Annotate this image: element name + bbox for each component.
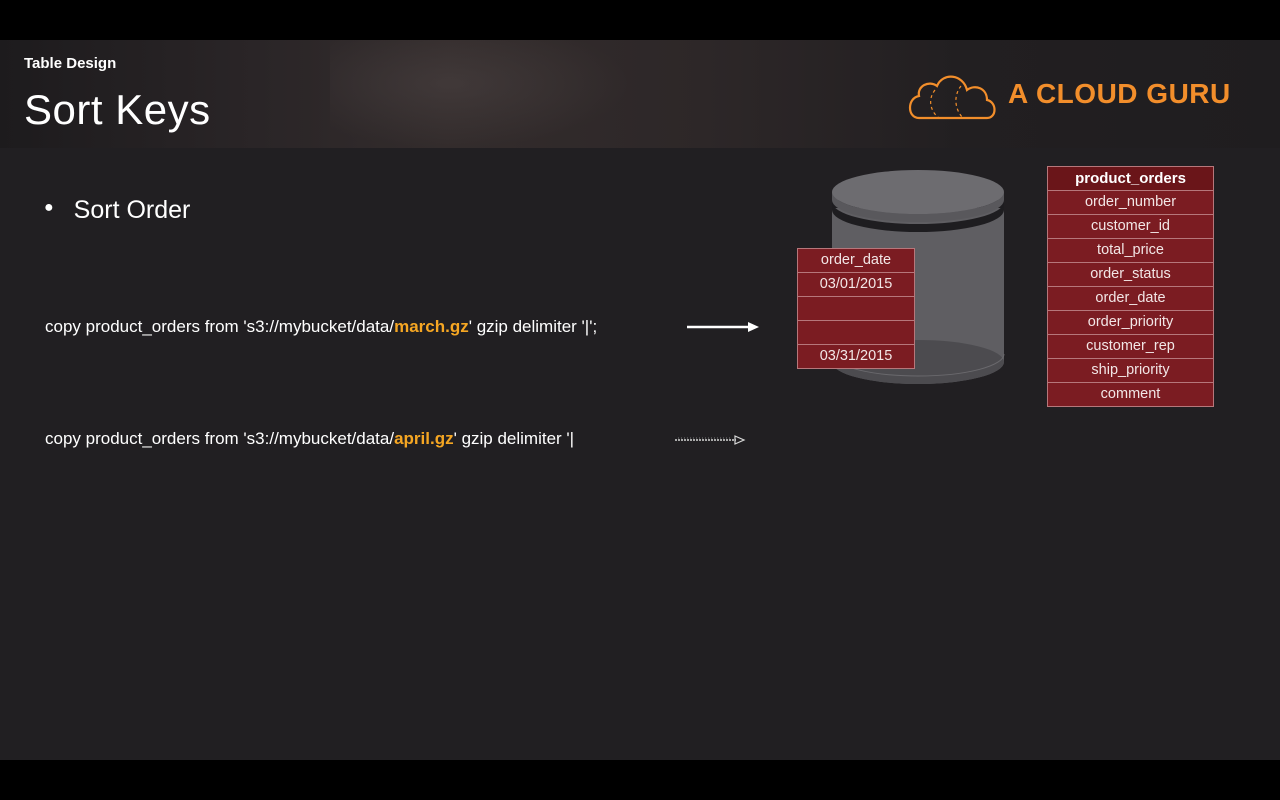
table-name: product_orders <box>1047 166 1214 190</box>
table-column: ship_priority <box>1047 358 1214 382</box>
cloud-icon <box>908 75 996 120</box>
command-filename: april.gz <box>394 429 454 448</box>
bullet-text: Sort Order <box>73 196 191 224</box>
table-column: comment <box>1047 382 1214 407</box>
table-column: total_price <box>1047 238 1214 262</box>
copy-command-march: copy product_orders from 's3://mybucket/… <box>45 317 597 337</box>
table-column: order_number <box>1047 190 1214 214</box>
table-column: order_date <box>1047 286 1214 310</box>
header-background-image <box>330 40 630 148</box>
sort-key-row: 03/31/2015 <box>797 344 915 369</box>
logo: A CLOUD GURU <box>905 66 1245 122</box>
sort-key-header: order_date <box>797 248 915 272</box>
sort-key-row <box>797 320 915 344</box>
table-column: customer_rep <box>1047 334 1214 358</box>
command-prefix: copy product_orders from 's3://mybucket/… <box>45 429 395 448</box>
command-suffix: ' gzip delimiter '|'; <box>468 317 598 336</box>
table-column: order_priority <box>1047 310 1214 334</box>
arrow-right-partial-icon <box>675 435 746 445</box>
command-prefix: copy product_orders from 's3://mybucket/… <box>45 317 395 336</box>
slide-header: Table Design Sort Keys A CLOUD GURU <box>0 40 1280 148</box>
arrow-right-icon <box>687 322 759 332</box>
copy-command-april: copy product_orders from 's3://mybucket/… <box>45 429 574 449</box>
command-suffix: ' gzip delimiter '| <box>453 429 575 448</box>
slide: Table Design Sort Keys A CLOUD GURU ● Sor… <box>0 40 1280 760</box>
logo-text: A CLOUD GURU <box>1008 78 1231 109</box>
bullet-dot: ● <box>44 199 54 217</box>
sort-key-row <box>797 296 915 320</box>
command-filename: march.gz <box>394 317 469 336</box>
table-column: customer_id <box>1047 214 1214 238</box>
section-label: Table Design <box>24 55 117 72</box>
sort-key-row: 03/01/2015 <box>797 272 915 296</box>
bullet-item: ● Sort Order <box>44 196 190 225</box>
slide-title: Sort Keys <box>24 86 211 133</box>
product-orders-table: product_orders order_number customer_id … <box>1047 166 1214 407</box>
sort-key-stack: order_date 03/01/2015 03/31/2015 <box>797 248 915 369</box>
table-column: order_status <box>1047 262 1214 286</box>
